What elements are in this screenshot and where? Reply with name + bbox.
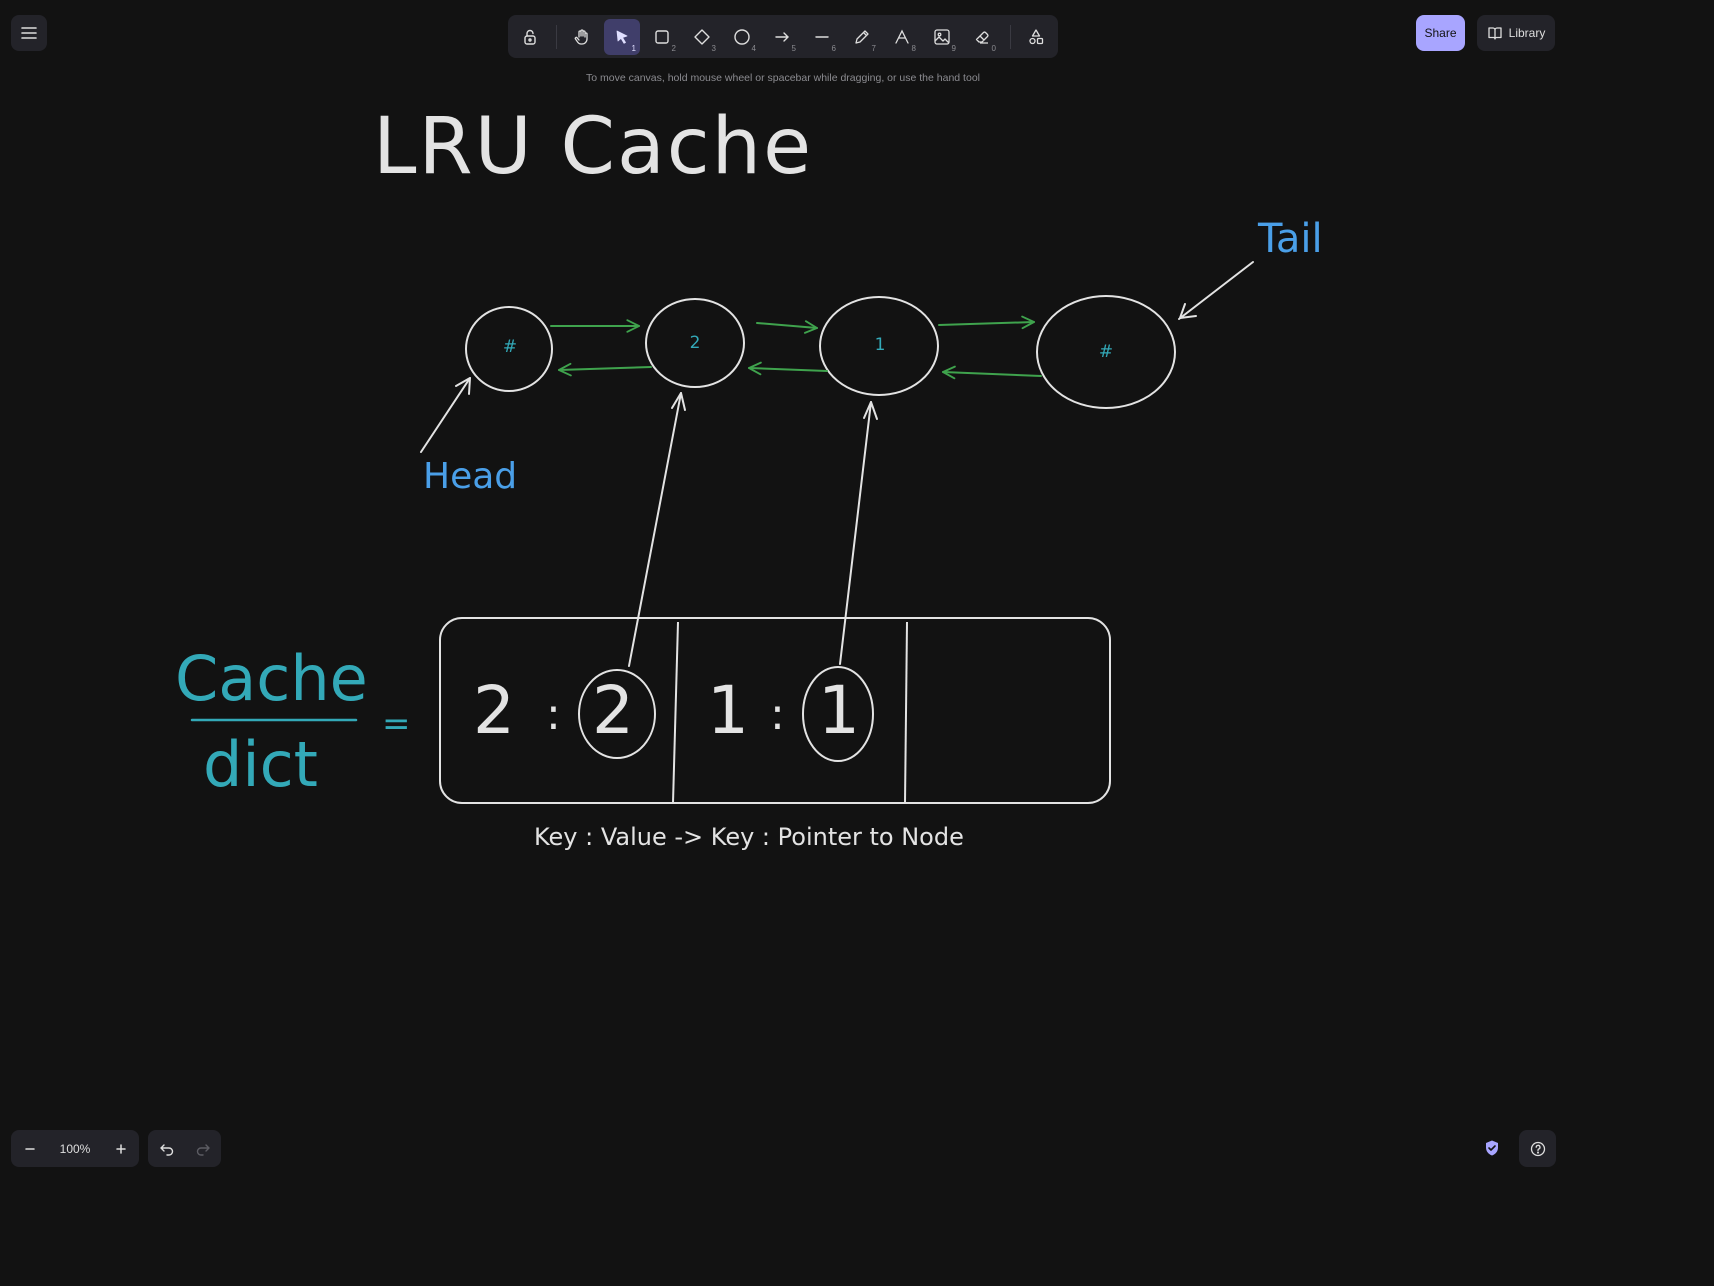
tool-selection[interactable]: 1 (604, 19, 640, 55)
entry-1-value-circle[interactable] (578, 669, 656, 759)
canvas-hint: To move canvas, hold mouse wheel or spac… (586, 72, 980, 84)
redo-button[interactable] (184, 1130, 221, 1167)
redo-icon (195, 1141, 211, 1157)
tool-key-hint: 1 (631, 44, 636, 53)
prev-arrow-1[interactable] (558, 362, 652, 377)
node-1-circle[interactable] (819, 296, 939, 396)
tool-lock[interactable] (512, 19, 548, 55)
tool-line[interactable]: 6 (804, 19, 840, 55)
tail-pointer-arrow[interactable] (1178, 261, 1254, 320)
tool-rectangle[interactable]: 2 (644, 19, 680, 55)
shapes-icon (1027, 28, 1045, 46)
tool-eraser[interactable]: 0 (964, 19, 1000, 55)
node-1-label: 1 (875, 335, 886, 355)
caption-text[interactable]: Key : Value -> Key : Pointer to Node (534, 823, 964, 851)
next-arrow-2[interactable] (756, 320, 818, 334)
tool-ellipse[interactable]: 4 (724, 19, 760, 55)
library-button[interactable]: Library (1477, 15, 1555, 51)
prev-arrow-2[interactable] (748, 361, 828, 376)
dict-label[interactable]: dict (203, 728, 318, 801)
tool-key-hint: 3 (711, 44, 716, 53)
toolbar-separator (1010, 25, 1011, 49)
entry-2-key[interactable]: 1 (707, 672, 749, 749)
head-label[interactable]: Head (423, 456, 517, 497)
help-button[interactable] (1519, 1130, 1556, 1167)
zoom-controls: 100% (11, 1130, 139, 1167)
circle-icon (733, 28, 751, 46)
text-icon (893, 28, 911, 46)
zoom-level-reset[interactable]: 100% (59, 1141, 91, 1156)
pointer-arrow-value-2[interactable] (628, 392, 686, 667)
tool-more-shapes[interactable] (1018, 19, 1054, 55)
node-tail-label: # (1099, 342, 1113, 362)
main-menu-button[interactable] (11, 15, 47, 51)
diamond-icon (693, 28, 711, 46)
tool-key-hint: 4 (751, 44, 756, 53)
cache-label[interactable]: Cache (175, 642, 368, 715)
title-text[interactable]: LRU Cache (373, 102, 813, 192)
library-label: Library (1508, 26, 1546, 40)
tool-text[interactable]: 8 (884, 19, 920, 55)
tool-hand[interactable] (564, 19, 600, 55)
shapes-toolbar: 1 2 3 4 5 6 7 (508, 15, 1058, 58)
tool-draw[interactable]: 7 (844, 19, 880, 55)
toolbar-separator (556, 25, 557, 49)
tool-diamond[interactable]: 3 (684, 19, 720, 55)
tool-key-hint: 8 (911, 44, 916, 53)
tool-key-hint: 0 (991, 44, 996, 53)
tool-key-hint: 7 (871, 44, 876, 53)
entry-1-sep: : (546, 689, 561, 740)
hamburger-menu-icon (21, 26, 37, 40)
entry-2-value-circle[interactable] (802, 666, 874, 762)
tail-label[interactable]: Tail (1257, 216, 1323, 262)
image-icon (933, 28, 951, 46)
entry-1-value[interactable]: 2 (592, 672, 634, 749)
shield-check-icon (1483, 1139, 1501, 1157)
entry-1-key[interactable]: 2 (473, 672, 515, 749)
tool-arrow[interactable]: 5 (764, 19, 800, 55)
tool-key-hint: 5 (791, 44, 796, 53)
share-button[interactable]: Share (1416, 15, 1465, 51)
dict-divider-1[interactable] (672, 621, 679, 804)
help-icon (1530, 1141, 1546, 1157)
history-controls (148, 1130, 221, 1167)
lock-open-icon (521, 28, 539, 46)
tool-key-hint: 2 (671, 44, 676, 53)
tool-key-hint: 9 (951, 44, 956, 53)
undo-icon (159, 1141, 175, 1157)
tool-key-hint: 6 (831, 44, 836, 53)
dict-container[interactable] (439, 617, 1111, 804)
dict-divider-2[interactable] (904, 621, 908, 804)
minus-icon (24, 1143, 36, 1155)
node-head-label: # (503, 337, 517, 357)
prev-arrow-3[interactable] (942, 365, 1042, 380)
zoom-out-button[interactable] (11, 1130, 48, 1167)
pointer-arrow-value-1[interactable] (839, 401, 878, 665)
tool-image[interactable]: 9 (924, 19, 960, 55)
zoom-in-button[interactable] (102, 1130, 139, 1167)
plus-icon (115, 1143, 127, 1155)
arrow-right-icon (773, 28, 791, 46)
encryption-badge[interactable] (1478, 1134, 1506, 1162)
pointer-icon (614, 29, 630, 45)
next-arrow-3[interactable] (938, 315, 1035, 330)
equals-sign[interactable]: = (382, 704, 411, 744)
book-icon (1487, 25, 1503, 41)
node-2-label: 2 (690, 333, 701, 353)
square-icon (654, 29, 670, 45)
node-head-circle[interactable] (465, 306, 553, 392)
entry-2-sep: : (770, 689, 785, 740)
hand-icon (573, 28, 591, 46)
line-icon (813, 28, 831, 46)
undo-button[interactable] (148, 1130, 185, 1167)
eraser-icon (973, 28, 991, 46)
drawing-canvas[interactable]: LRU Cache Tail # 2 1 # Head (0, 0, 1568, 1176)
pencil-icon (853, 28, 871, 46)
node-2-circle[interactable] (645, 298, 745, 388)
entry-2-value[interactable]: 1 (818, 672, 860, 749)
node-tail-circle[interactable] (1036, 295, 1176, 409)
head-pointer-arrow[interactable] (420, 377, 471, 453)
